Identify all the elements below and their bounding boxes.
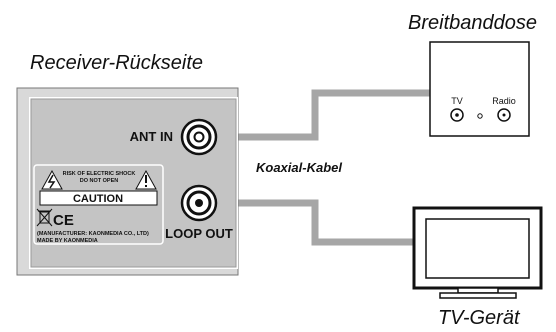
radio-port-label: Radio bbox=[492, 96, 516, 106]
caution-title: CAUTION bbox=[73, 193, 123, 205]
coax-cables bbox=[219, 89, 432, 246]
loop-out-label: LOOP OUT bbox=[165, 226, 233, 241]
tv-port-socket[interactable] bbox=[450, 108, 464, 122]
weee-bin-icon bbox=[36, 208, 53, 227]
wall-socket-center-dot bbox=[477, 113, 483, 119]
cable-ant-in-to-wall-socket bbox=[219, 89, 432, 141]
warning-triangle-left-icon bbox=[41, 169, 63, 190]
loop-out-connector[interactable] bbox=[180, 184, 218, 222]
receiver-back-title: Receiver-Rückseite bbox=[30, 52, 203, 74]
risk-text-line1: RISK OF ELECTRIC SHOCK bbox=[63, 171, 136, 177]
radio-port-socket[interactable] bbox=[497, 108, 511, 122]
ce-mark: CE bbox=[53, 212, 74, 229]
wall-socket bbox=[429, 41, 530, 137]
tv-set-icon bbox=[412, 206, 543, 299]
caution-sticker: RISK OF ELECTRIC SHOCK DO NOT OPEN CAUTI… bbox=[33, 164, 164, 245]
ant-in-label: ANT IN bbox=[130, 129, 173, 144]
tv-title: TV-Gerät bbox=[438, 307, 521, 329]
coax-cable-label: Koaxial-Kabel bbox=[256, 160, 342, 175]
tv-port-label: TV bbox=[451, 96, 463, 106]
cable-loop-out-to-tv bbox=[219, 199, 418, 246]
risk-text-line2: DO NOT OPEN bbox=[80, 178, 119, 184]
warning-triangle-right-icon bbox=[135, 169, 157, 190]
manufacturer-text: (MANUFACTURER: KAONMEDIA CO., LTD) bbox=[37, 231, 149, 237]
wall-socket-title: Breitbanddose bbox=[408, 12, 537, 34]
ant-in-connector[interactable] bbox=[180, 118, 218, 156]
made-by-text: MADE BY KAONMEDIA bbox=[37, 238, 98, 244]
